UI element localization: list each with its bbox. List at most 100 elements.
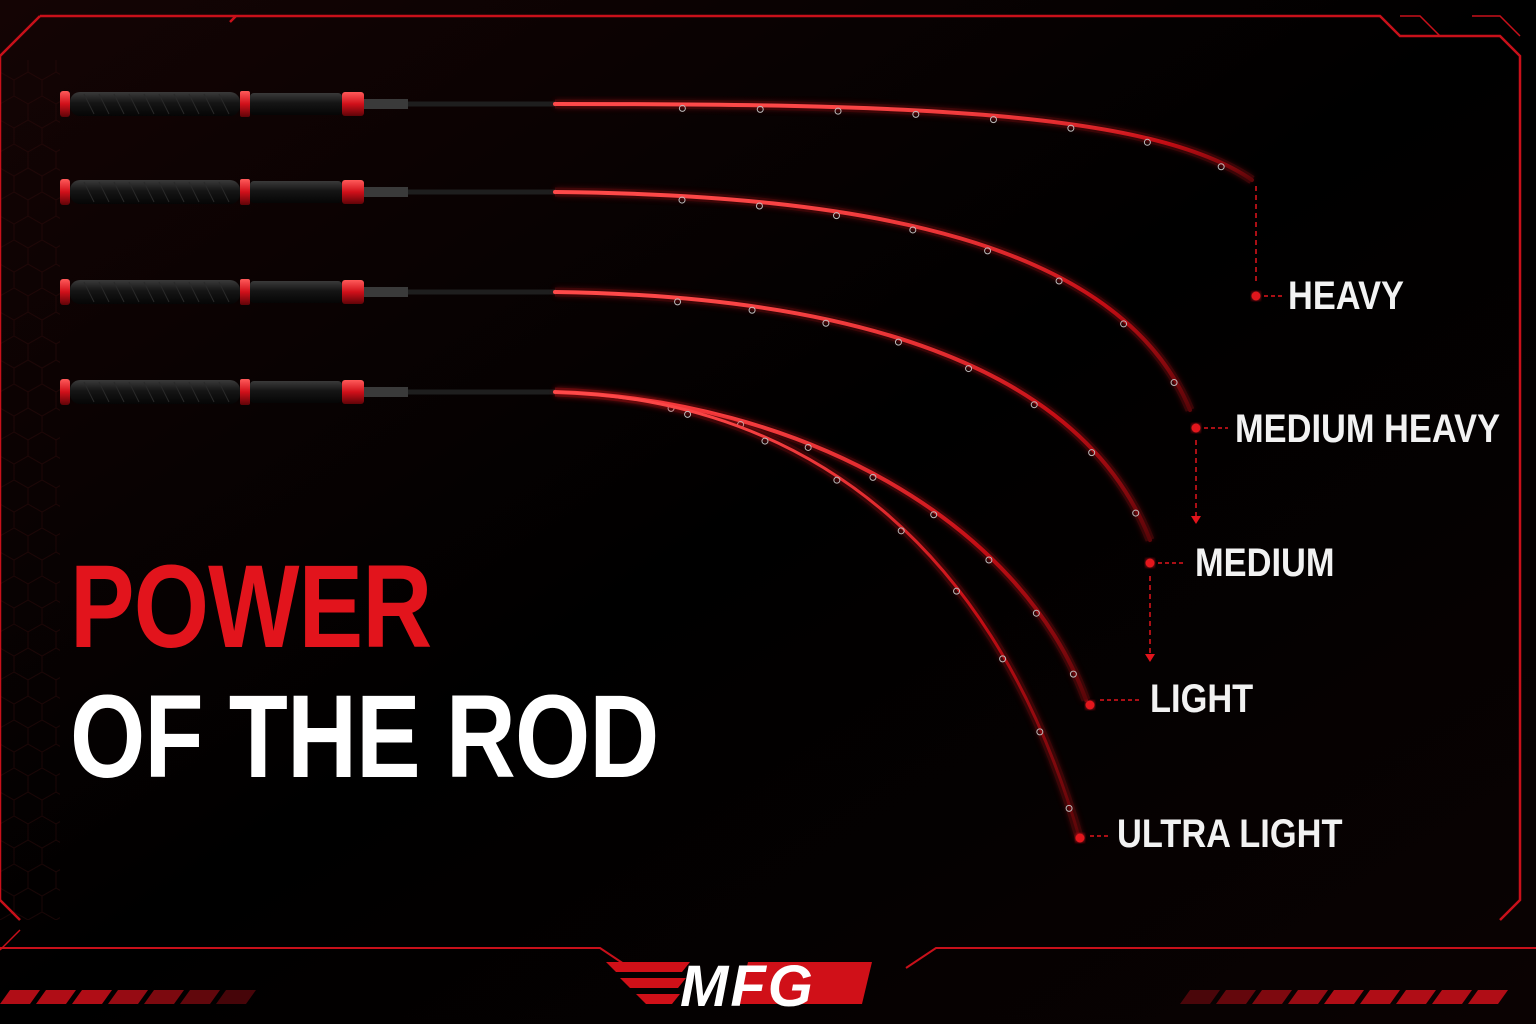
line-guide [1170,379,1178,387]
grip-texture [128,181,140,203]
collar [364,187,408,197]
line-guide [678,196,686,204]
grip-ring [240,379,250,405]
rod-blank-5 [553,387,1085,842]
line-guide [1069,670,1077,678]
grip-texture [188,281,200,303]
endpoint-dot [1145,558,1155,568]
grip-ring [240,279,250,305]
connector-3 [1145,558,1186,662]
rods-layer [60,91,1255,842]
rod-blank-1 [553,99,1255,184]
rear-grip [70,92,240,116]
label-light: LIGHT [1150,677,1254,721]
grip-texture [83,93,95,115]
line-guide [804,443,812,451]
line-guide [1120,320,1128,328]
grip-texture [203,93,215,115]
grip-texture [173,181,185,203]
grip-texture [173,93,185,115]
rod-handle-4 [60,379,556,405]
line-guide [1088,449,1096,457]
reel-seat [250,181,342,203]
line-guide [912,110,920,118]
grip-texture [203,181,215,203]
line-guide [833,476,841,484]
grip-texture [218,281,230,303]
grip-texture [98,181,110,203]
label-medium: MEDIUM [1195,541,1335,585]
grip-texture [158,181,170,203]
line-guide [897,527,905,535]
butt-cap [60,279,70,305]
grip-texture [158,381,170,403]
rear-grip [70,280,240,304]
line-guide [1132,509,1140,517]
grip-texture [158,281,170,303]
butt-blank [408,189,556,195]
grip-ring [240,91,250,117]
connector-5 [1075,833,1110,843]
title-of-the-rod: OF THE ROD [70,671,659,803]
line-guide [834,107,842,115]
reel-seat [250,281,342,303]
line-guide [1055,277,1063,285]
collar [364,287,408,297]
line-guide [761,437,769,445]
collar [364,99,408,109]
line-guide [678,104,686,112]
arrow-head [1191,516,1201,524]
grip-texture [113,381,125,403]
blank [553,390,1082,842]
rod-blank-2 [553,187,1195,412]
line-guide [930,511,938,519]
grip-texture [128,381,140,403]
reel-seat-nut [342,92,364,116]
grip-texture [143,381,155,403]
grip-texture [128,281,140,303]
connector-1 [1251,186,1282,301]
grip-texture [98,281,110,303]
line-guide [999,655,1007,663]
rear-grip [70,380,240,404]
line-guide [756,105,764,113]
grip-texture [218,181,230,203]
butt-blank [408,289,556,295]
grip-texture [83,281,95,303]
line-guide [985,556,993,564]
collar [364,387,408,397]
line-guide [833,212,841,220]
butt-blank [408,101,556,107]
butt-cap [60,91,70,117]
line-guide [1036,728,1044,736]
title-power: POWER [70,541,432,673]
grip-texture [203,381,215,403]
line-guide [984,247,992,255]
mfg-logo: MFG [680,954,815,1019]
logo-wing-left [606,962,690,1004]
grip-texture [158,93,170,115]
endpoint-dot [1251,291,1261,301]
grip-texture [173,381,185,403]
line-guide [755,202,763,210]
label-medium-heavy: MEDIUM HEAVY [1235,407,1501,451]
reel-seat [250,93,342,115]
line-guide [989,116,997,124]
reel-seat [250,381,342,403]
arrow-head [1145,654,1155,662]
grip-texture [143,93,155,115]
rod-handle-2 [60,179,556,205]
line-guide [869,473,877,481]
line-guide [674,298,682,306]
grip-ring [240,179,250,205]
frame [0,14,1536,969]
line-guide [1032,609,1040,617]
grip-texture [83,181,95,203]
line-guide [909,226,917,234]
blank [553,102,1254,182]
grip-texture [98,381,110,403]
endpoint-dot [1085,700,1095,710]
line-guide [1067,124,1075,132]
